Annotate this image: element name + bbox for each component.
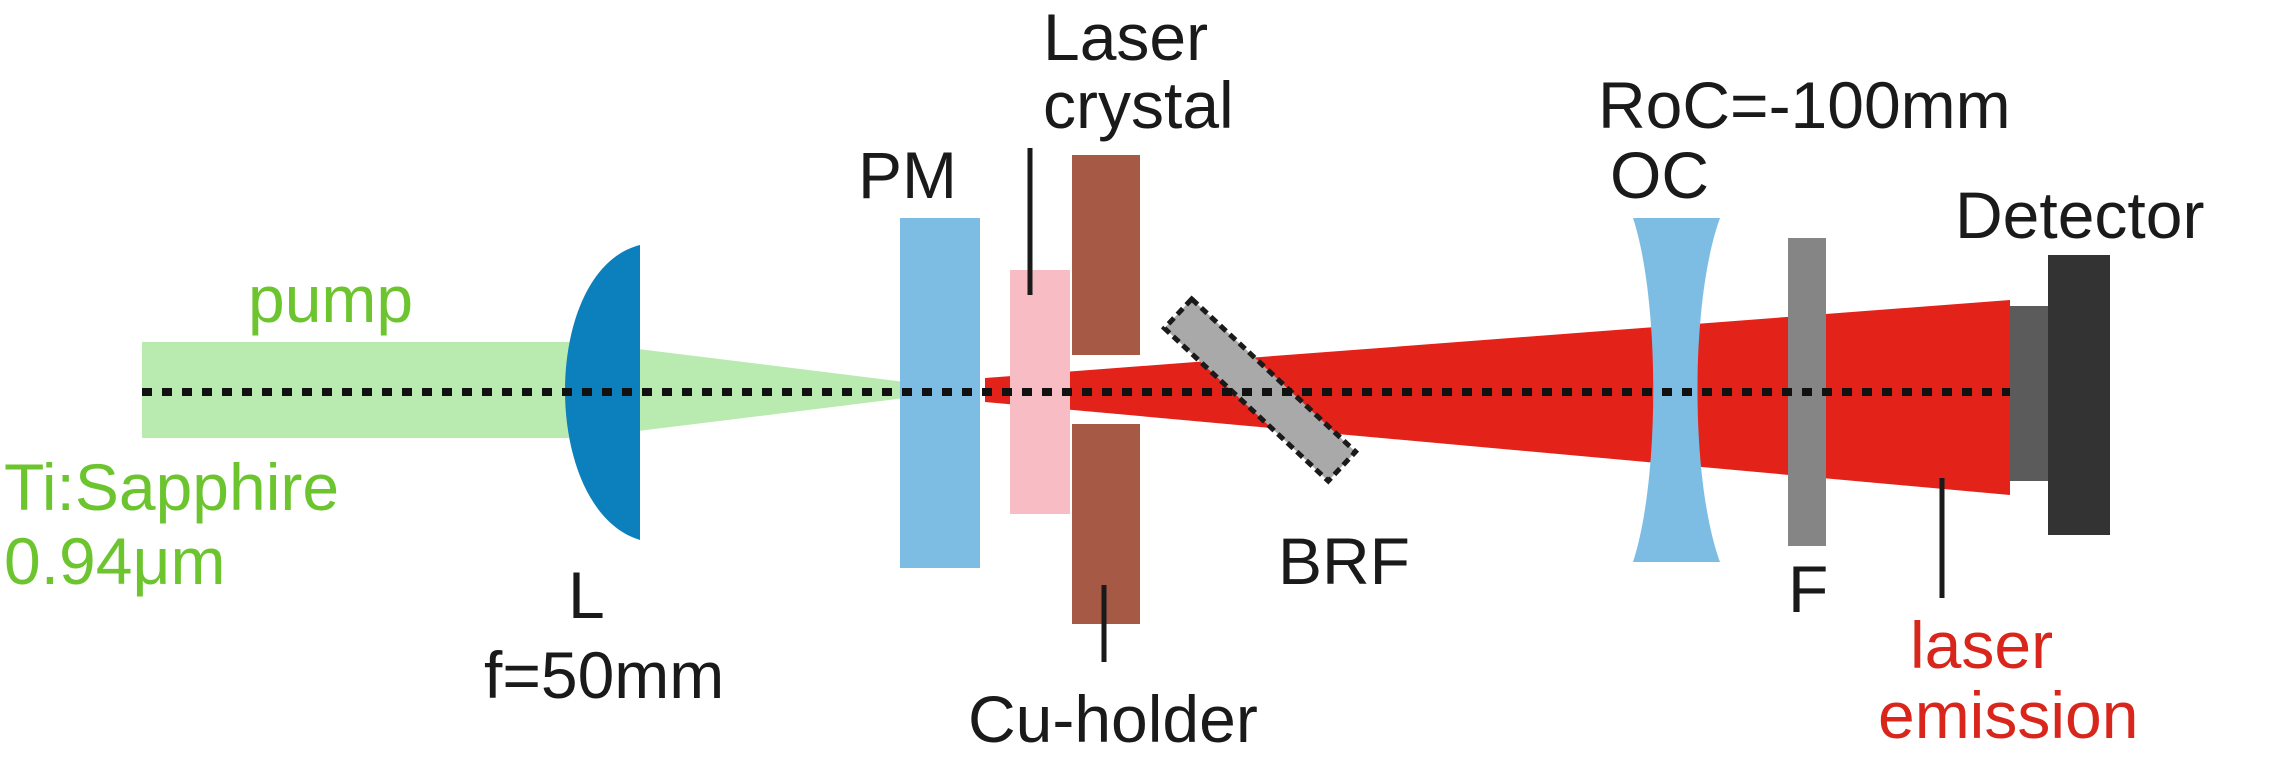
crystal-label-line1: Laser xyxy=(1043,0,1208,74)
filter-label: F xyxy=(1788,552,1828,626)
detector-label: Detector xyxy=(1955,178,2204,252)
detector-body xyxy=(2048,255,2110,535)
cu-holder-top xyxy=(1072,155,1140,355)
lens-focal-label: f=50mm xyxy=(484,638,724,712)
source-label-line2: 0.94μm xyxy=(4,524,225,598)
output-coupler xyxy=(1633,218,1720,562)
oc-label: OC xyxy=(1610,138,1709,212)
emission-label-line1: laser xyxy=(1910,608,2053,682)
pump-mirror-label: PM xyxy=(858,138,957,212)
laser-crystal xyxy=(1010,270,1070,514)
lens-label: L xyxy=(568,558,605,632)
source-label-line1: Ti:Sapphire xyxy=(4,450,339,524)
holder-label: Cu-holder xyxy=(968,682,1258,756)
oc-roc-label: RoC=-100mm xyxy=(1598,68,2011,142)
laser-beam xyxy=(985,300,2010,495)
detector-window xyxy=(2010,306,2048,481)
emission-label-line2: emission xyxy=(1878,678,2138,752)
brf-label: BRF xyxy=(1278,524,1410,598)
birefringent-filter xyxy=(1160,295,1360,485)
crystal-label-line2: crystal xyxy=(1043,68,1234,142)
pump-label: pump xyxy=(248,262,413,336)
